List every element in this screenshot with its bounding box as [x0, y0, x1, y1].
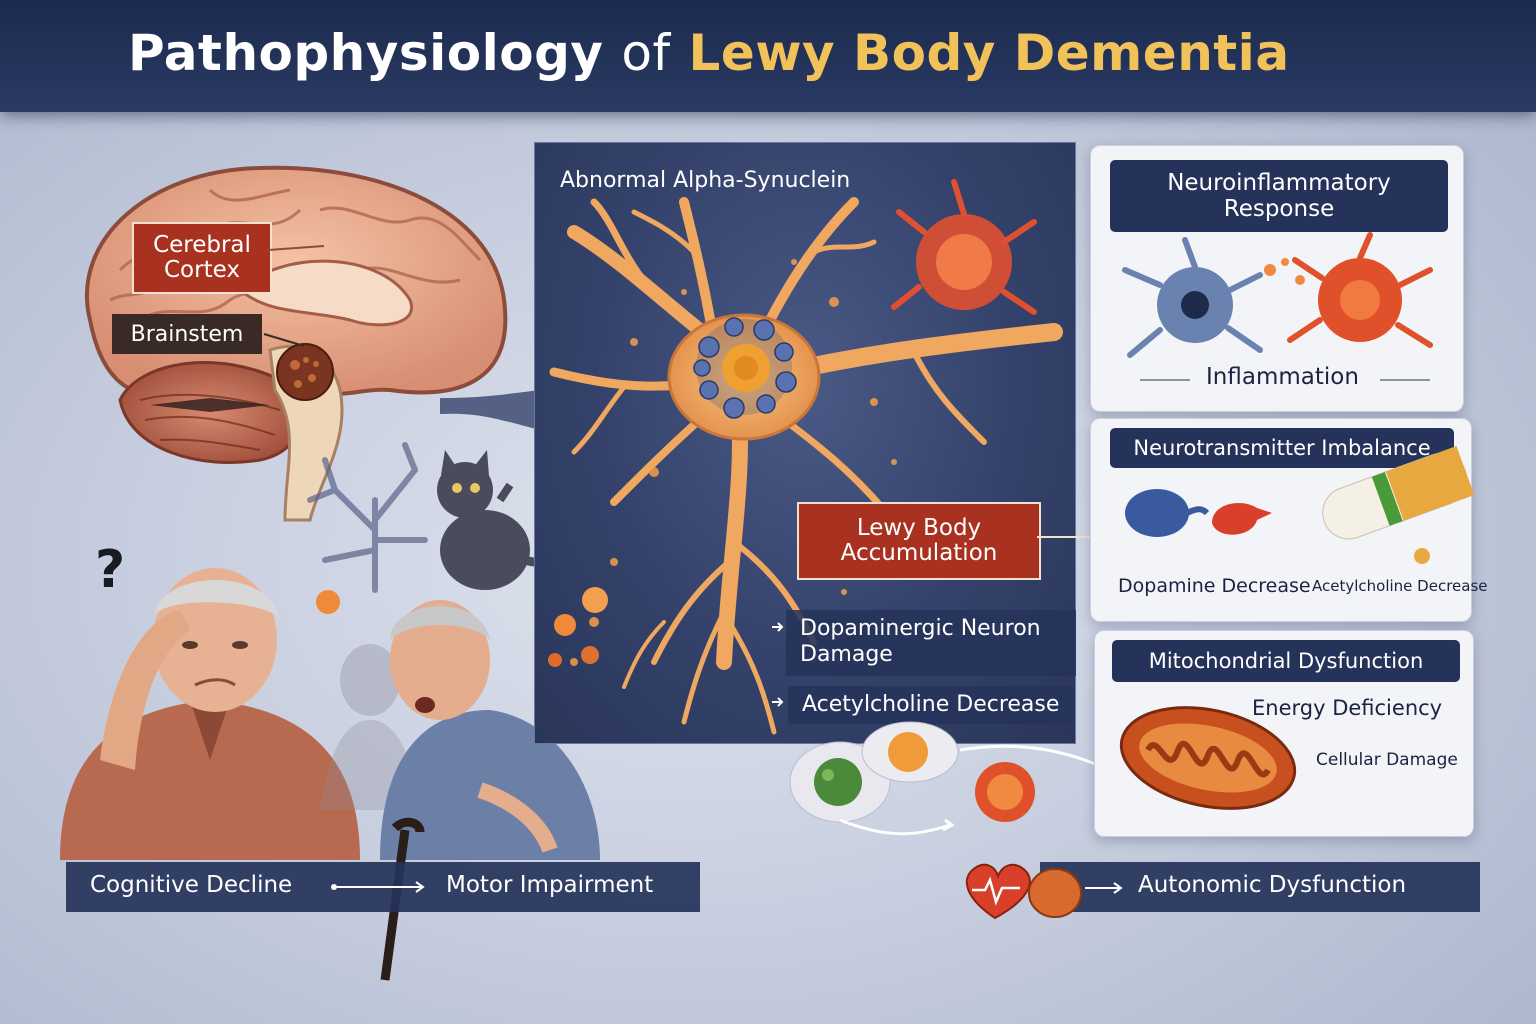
neuroinflammatory-header: Neuroinflammatory Response	[1110, 160, 1448, 232]
motor-impairment-label: Motor Impairment	[446, 872, 654, 898]
elderly-people-illustration	[60, 568, 600, 981]
brainstem-label: Brainstem	[112, 314, 262, 354]
acetylcholine-decrease-card-label: Acetylcholine Decrease	[1312, 577, 1488, 595]
alpha-synuclein-heading: Abnormal Alpha-Synuclein	[560, 168, 851, 193]
lewy-body-accumulation-label: Lewy Body Accumulation	[797, 502, 1041, 580]
neurotransmitter-header: Neurotransmitter Imbalance	[1110, 428, 1454, 468]
inflammation-rule	[1140, 379, 1430, 381]
label-connectors	[263, 245, 325, 347]
title-part-2: of	[621, 24, 671, 82]
acetylcholine-decrease-label: Acetylcholine Decrease	[788, 686, 1074, 724]
dopaminergic-damage-label: Dopaminergic Neuron Damage	[786, 610, 1076, 676]
autonomic-dysfunction-label: Autonomic Dysfunction	[1138, 872, 1407, 898]
inflammation-caption: Inflammation	[1206, 364, 1359, 390]
question-mark: ?	[95, 540, 126, 600]
heart-organs-illustration	[965, 863, 1123, 920]
cognitive-to-motor-arrow	[331, 881, 425, 893]
page-title: Pathophysiology of Lewy Body Dementia	[128, 24, 1290, 82]
mitochondrial-header: Mitochondrial Dysfunction	[1112, 640, 1460, 682]
lewy-connector	[1037, 536, 1093, 538]
synuclein-aggregates	[548, 587, 608, 667]
bullet-arrows	[772, 622, 784, 707]
dopamine-decrease-label: Dopamine Decrease	[1118, 575, 1311, 597]
neurotransmitter-illustration	[1125, 446, 1475, 564]
title-part-3: Lewy Body Dementia	[688, 24, 1290, 82]
neuron-illustration	[549, 179, 1063, 735]
title-part-1: Pathophysiology	[128, 24, 604, 82]
cellular-damage-label: Cellular Damage	[1316, 750, 1458, 770]
energy-deficiency-label: Energy Deficiency	[1252, 696, 1443, 720]
hallucination-silhouettes	[307, 442, 555, 593]
title-bar	[0, 0, 1536, 112]
inflammation-cells-illustration	[1122, 232, 1433, 358]
mitochondrion-illustration	[1119, 706, 1297, 810]
cerebral-cortex-label: Cerebral Cortex	[132, 222, 272, 294]
vesicle-pathway	[789, 721, 1124, 836]
cognitive-decline-label: Cognitive Decline	[90, 872, 293, 898]
brain-to-panel-band	[440, 390, 540, 430]
